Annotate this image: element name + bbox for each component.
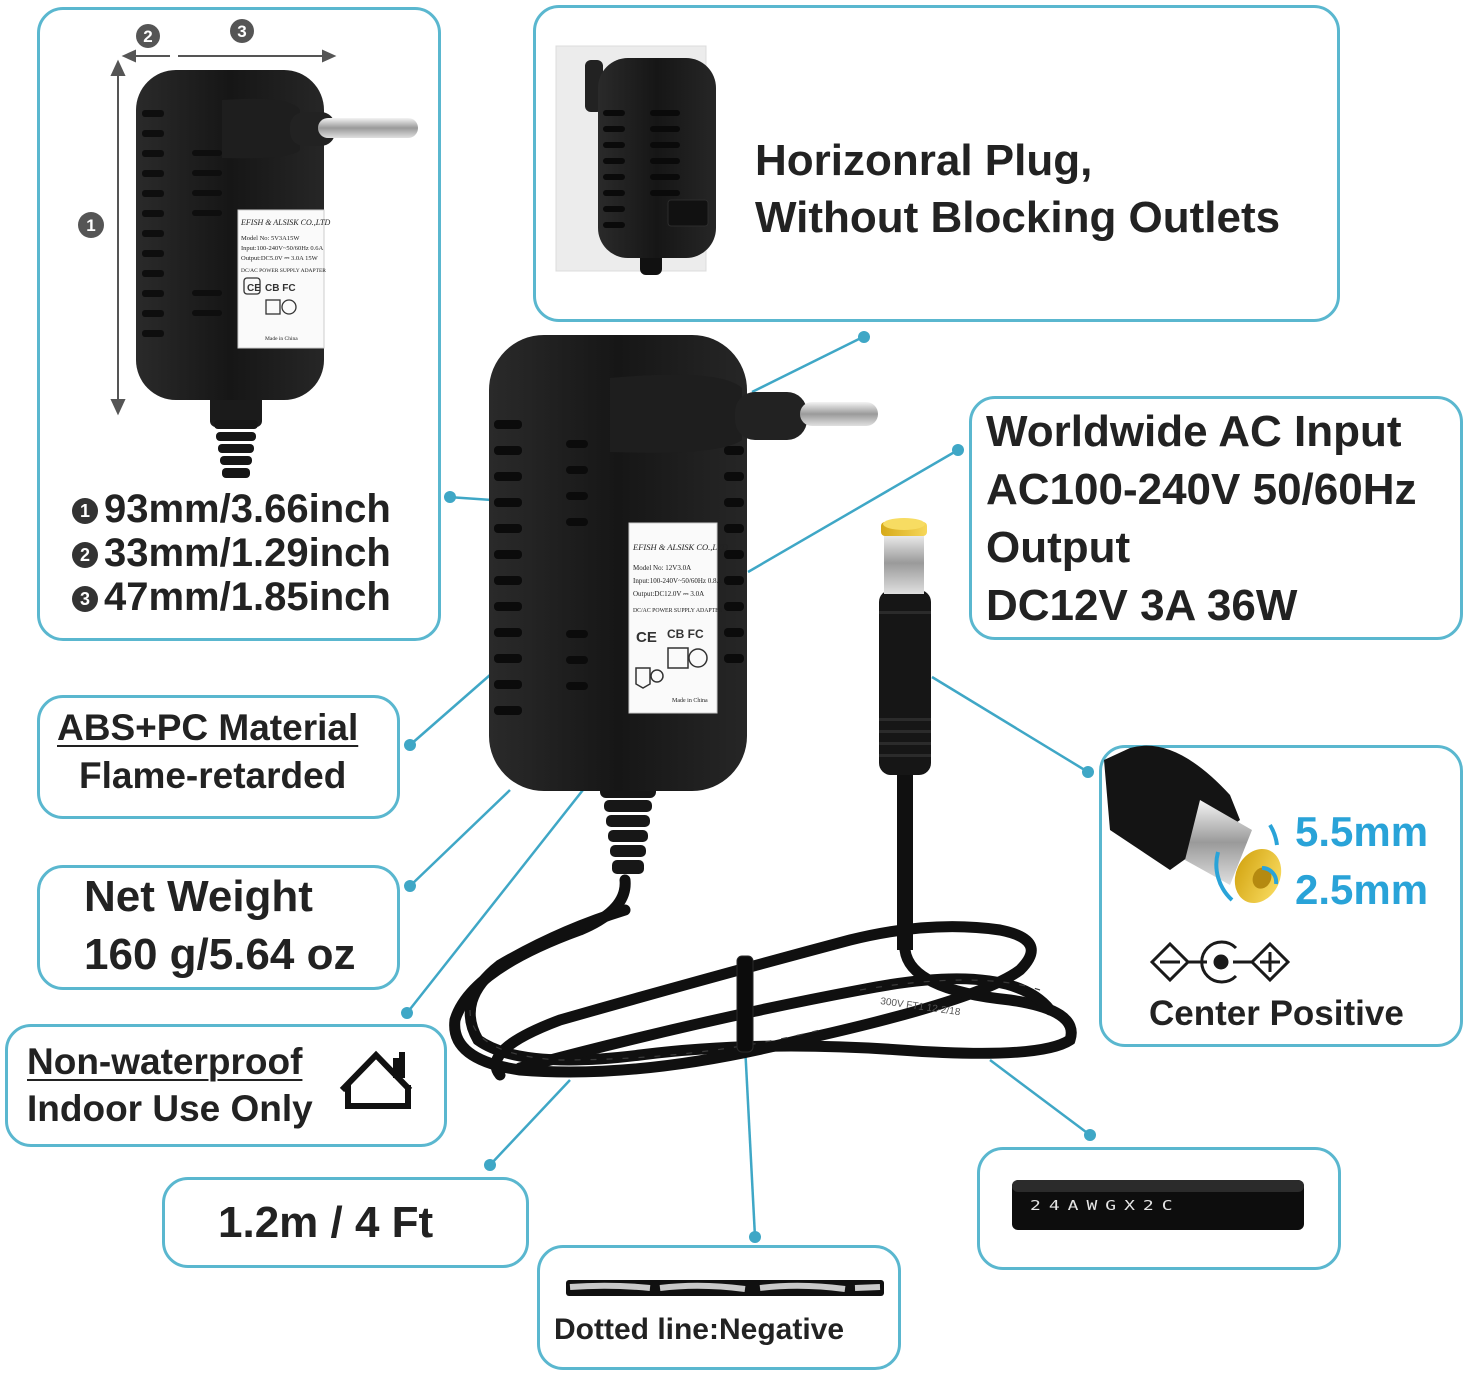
dimension-marker-1: 1 [72, 498, 98, 524]
main-label-brand: EFISH & ALSISK CO.,LTD [632, 542, 729, 552]
leader-dot-waterproof [401, 1007, 413, 1019]
waterproof-line1: Non-waterproof [27, 1041, 303, 1082]
wire-gauge-print: 24AWGX2C [1030, 1197, 1181, 1213]
plug-title-line2: Without Blocking Outlets [755, 193, 1281, 242]
specs-line3: Output [986, 523, 1131, 572]
connector-inner-diameter: 2.5mm [1295, 866, 1429, 913]
weight-line1: Net Weight [84, 872, 313, 921]
connector-closeup [1104, 745, 1282, 904]
dotted-line-text: Dotted line:Negative [554, 1313, 845, 1346]
dimension-arrows [110, 49, 337, 416]
marker-1-label: 1 [86, 216, 95, 235]
small-adapter: EFISH & ALSISK CO.,LTD Model No: 5V3A15W… [136, 70, 418, 478]
waterproof-box [5, 1024, 447, 1147]
leader-dot-plug [858, 331, 870, 343]
main-label-made: Made in China [672, 698, 708, 704]
plug-title-line1: Horizonral Plug, [755, 136, 1093, 185]
dotted-line-box [537, 1245, 901, 1370]
specs-box [969, 396, 1463, 640]
main-label-input: Input:100-240V~50/60Hz 0.8A [633, 577, 722, 585]
dc-plug [879, 518, 931, 950]
wire-gauge-sample [1012, 1180, 1304, 1230]
waterproof-line2: Indoor Use Only [27, 1088, 313, 1129]
dimension-value-1: 93mm/3.66inch [104, 487, 391, 531]
cable-length-text: 1.2m / 4 Ft [218, 1198, 434, 1247]
cable-tie [736, 955, 754, 1053]
small-label-type: DC/AC POWER SUPPLY ADAPTER [241, 268, 326, 274]
small-label-input: Input:100-240V~50/60Hz 0.6A [241, 245, 324, 252]
small-label-model: Model No: 5V3A15W [241, 235, 300, 242]
leader-dot-wire-gauge [1084, 1129, 1096, 1141]
dimension-value-2: 33mm/1.29inch [104, 531, 391, 575]
leader-dot-dotted-line [749, 1231, 761, 1243]
leader-dot-weight [404, 880, 416, 892]
material-line2: Flame-retarded [79, 755, 347, 796]
leader-dot-cable-length [484, 1159, 496, 1171]
material-box [37, 695, 400, 819]
weight-box [37, 865, 400, 990]
polarity-symbol [1149, 940, 1291, 984]
dimension-markers [78, 19, 254, 238]
svg-text:CE: CE [636, 629, 657, 646]
wall-socket-adapter [555, 45, 716, 275]
specs-line4: DC12V 3A 36W [986, 581, 1298, 630]
leader-dot-material [404, 739, 416, 751]
main-adapter: EFISH & ALSISK CO.,LTD Model No: 12V3.0A… [489, 335, 878, 874]
house-icon [339, 1050, 413, 1109]
main-label-output: Output:DC12.0V ⎓ 3.0A [633, 590, 704, 598]
svg-text:CB FC: CB FC [667, 627, 704, 641]
main-label-type: DC/AC POWER SUPPLY ADAPTER [633, 608, 723, 614]
weight-line2: 160 g/5.64 oz [84, 930, 356, 979]
small-label-output: Output:DC5.0V ⎓ 3.0A 15W [241, 255, 319, 262]
small-label-brand: EFISH & ALSISK CO.,LTD [240, 218, 330, 227]
connector-outer-diameter: 5.5mm [1295, 808, 1429, 855]
main-label-model: Model No: 12V3.0A [633, 564, 691, 572]
dimension-value-3: 47mm/1.85inch [104, 575, 391, 619]
svg-text:CB FC: CB FC [265, 283, 296, 294]
leader-dot-connector [1082, 766, 1094, 778]
specs-line2: AC100-240V 50/60Hz [986, 465, 1417, 514]
leader-dot-dimensions [444, 491, 456, 503]
cable [449, 764, 1077, 1081]
cable-length-box [162, 1177, 529, 1268]
marker-2-label: 2 [143, 27, 152, 46]
marker-3-label: 3 [237, 22, 246, 41]
dimension-marker-3: 3 [72, 586, 98, 612]
dotted-cable-sample [566, 1280, 884, 1296]
svg-text:CE: CE [247, 283, 261, 294]
dimension-marker-2: 2 [72, 542, 98, 568]
material-line1: ABS+PC Material [57, 707, 359, 748]
small-label-made: Made in China [265, 336, 298, 342]
polarity-label: Center Positive [1149, 994, 1404, 1033]
leader-dot-specs [952, 444, 964, 456]
specs-line1: Worldwide AC Input [986, 407, 1402, 456]
